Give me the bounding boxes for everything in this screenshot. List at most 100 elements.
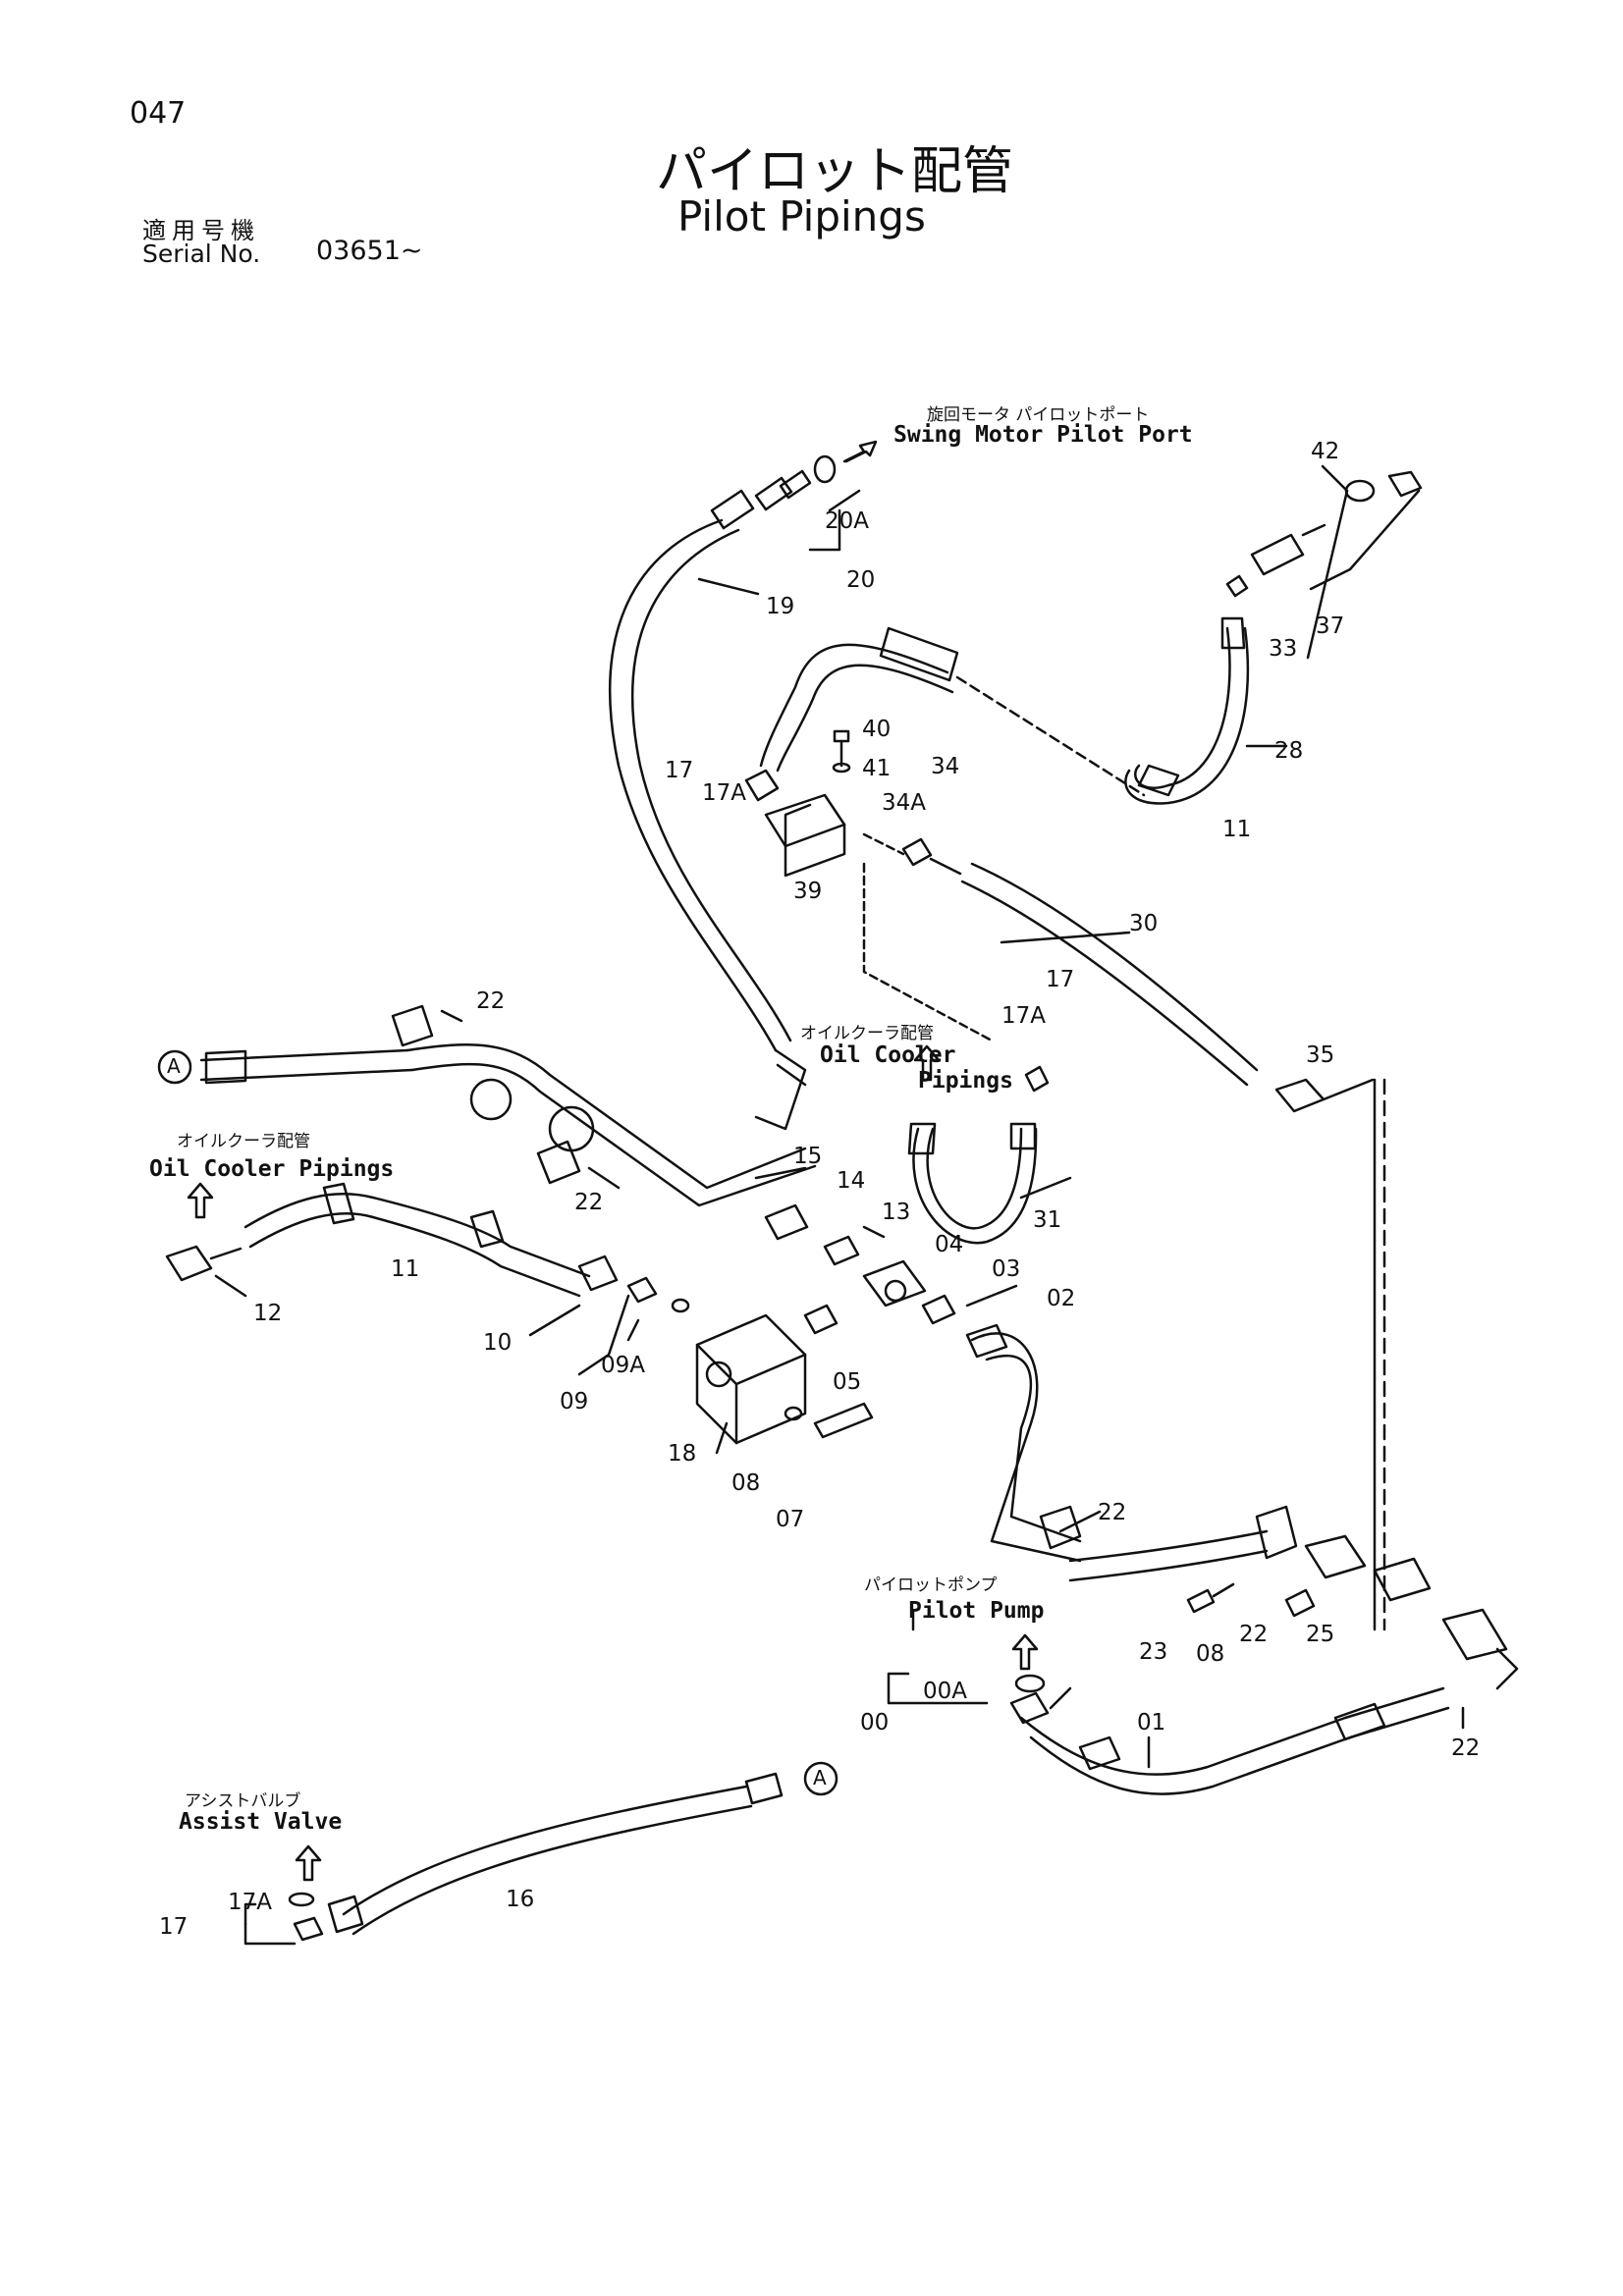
callout-22-e: 22 [1451, 1735, 1481, 1761]
callout-17a-mid: 17A [1001, 1003, 1047, 1029]
callout-34a: 34A [882, 790, 927, 816]
hose-16 [342, 1785, 748, 1916]
callout-16: 16 [506, 1887, 535, 1912]
callout-34: 34 [931, 754, 960, 779]
callout-30: 30 [1129, 911, 1159, 936]
fitting-20 [779, 469, 812, 500]
callout-14: 14 [837, 1168, 866, 1194]
callout-11-left: 11 [391, 1256, 420, 1282]
callout-22-a: 22 [476, 988, 506, 1014]
a-ref-hose [199, 1048, 409, 1062]
callout-17a-bottom: 17A [228, 1890, 273, 1915]
callout-00: 00 [860, 1710, 890, 1735]
callout-35: 35 [1306, 1042, 1335, 1068]
hose-01 [1019, 1686, 1445, 1776]
callout-22-b: 22 [574, 1190, 604, 1215]
callout-05: 05 [833, 1369, 862, 1395]
callout-20a: 20A [825, 508, 870, 534]
hose-19-fitting [710, 489, 755, 530]
callout-22-d: 22 [1239, 1622, 1269, 1647]
fitting-37 [1250, 533, 1305, 576]
callout-08-a: 08 [731, 1470, 761, 1496]
callout-03: 03 [992, 1256, 1021, 1282]
callout-19: 19 [766, 594, 795, 619]
fitting-33 [1225, 574, 1249, 598]
bracket-22-d [1255, 1505, 1298, 1560]
callout-17-bottom: 17 [159, 1914, 189, 1940]
assist-valve-arrow-icon [295, 1844, 322, 1882]
assist-valve-label-en: Assist Valve [179, 1809, 343, 1835]
callout-22-c: 22 [1098, 1500, 1127, 1525]
block-18 [695, 1313, 807, 1386]
pipe-15 [406, 1043, 807, 1190]
callout-28: 28 [1274, 738, 1304, 764]
fitting-14 [764, 1203, 809, 1241]
assist-valve-label-jp: アシストバルブ [185, 1791, 301, 1811]
callout-02: 02 [1047, 1286, 1076, 1311]
ref-a-circle-1 [157, 1049, 192, 1085]
ref-a-circle-2 [803, 1761, 839, 1796]
pilot-pump-label-jp: パイロットポンプ [864, 1575, 998, 1595]
pilot-pump-label-en: Pilot Pump [908, 1598, 1045, 1624]
swing-motor-label-en: Swing Motor Pilot Port [893, 422, 1193, 448]
page-number: 047 [130, 96, 187, 131]
bracket-22-c [1039, 1505, 1082, 1550]
callout-10: 10 [483, 1330, 513, 1356]
bolt-07 [813, 1402, 874, 1439]
washer-08 [784, 1406, 803, 1421]
callout-31: 31 [1033, 1207, 1062, 1233]
fitting-17-bottom [293, 1916, 324, 1942]
title-japanese: パイロット配管 [656, 142, 1014, 201]
oil-cooler-label-1-jp: オイルクーラ配管 [800, 1024, 934, 1043]
hose-upper [759, 643, 949, 768]
callout-17-mid: 17 [1046, 967, 1075, 992]
oil-cooler-arrow-icon [187, 1182, 214, 1219]
serial-label-english: Serial No. [142, 240, 261, 268]
fitting-34 [901, 837, 933, 867]
arrow-up-icon [913, 1044, 941, 1082]
swing-motor-label-jp: 旋回モータ パイロットポート [927, 405, 1150, 425]
callout-07: 07 [776, 1507, 805, 1532]
bolt-23 [1186, 1588, 1216, 1614]
callout-23: 23 [1139, 1639, 1168, 1665]
callout-18: 18 [668, 1441, 697, 1467]
hose-31 [926, 1127, 1023, 1230]
callout-04: 04 [935, 1232, 964, 1257]
callout-15: 15 [793, 1144, 823, 1169]
oil-cooler-label-1-en-line1: Oil Cooler [820, 1042, 956, 1068]
title-english: Pilot Pipings [677, 192, 926, 240]
callout-17a-top: 17A [702, 780, 747, 806]
callout-37: 37 [1316, 614, 1345, 639]
fitting-35 [1274, 1078, 1325, 1113]
hose-28 [1134, 626, 1231, 789]
callout-13: 13 [882, 1200, 911, 1225]
serial-label-japanese: 適用号機 [142, 217, 260, 244]
callout-33: 33 [1269, 636, 1298, 662]
callout-17-top: 17 [665, 758, 694, 783]
oil-cooler-label-2-jp: オイルクーラ配管 [177, 1132, 310, 1151]
callout-09a: 09A [601, 1353, 646, 1378]
serial-number-value: 03651~ [316, 236, 423, 266]
fitting-13 [823, 1235, 860, 1266]
fitting-17-mid [1024, 1065, 1050, 1093]
fitting-09 [626, 1276, 658, 1304]
elbow-12 [165, 1245, 213, 1282]
pilot-pump-arrow-icon [1011, 1633, 1039, 1671]
callout-12: 12 [253, 1301, 283, 1326]
bolt-40 [833, 729, 850, 743]
hose-30 [970, 862, 1259, 1072]
callout-11-top: 11 [1222, 817, 1252, 842]
oil-cooler-label-2-en: Oil Cooler Pipings [149, 1156, 395, 1182]
ref-a-label-1: A [167, 1054, 181, 1078]
tee-04 [862, 1259, 927, 1308]
callout-40: 40 [862, 717, 892, 742]
ref-a-label-2: A [813, 1766, 827, 1789]
oil-cooler-label-1-en-line2: Pipings [918, 1068, 1013, 1094]
hose-11 [243, 1193, 513, 1249]
callout-41: 41 [862, 756, 892, 781]
callout-39: 39 [793, 879, 823, 904]
fitting-03 [921, 1294, 956, 1325]
bracket-22-a [391, 1004, 434, 1047]
